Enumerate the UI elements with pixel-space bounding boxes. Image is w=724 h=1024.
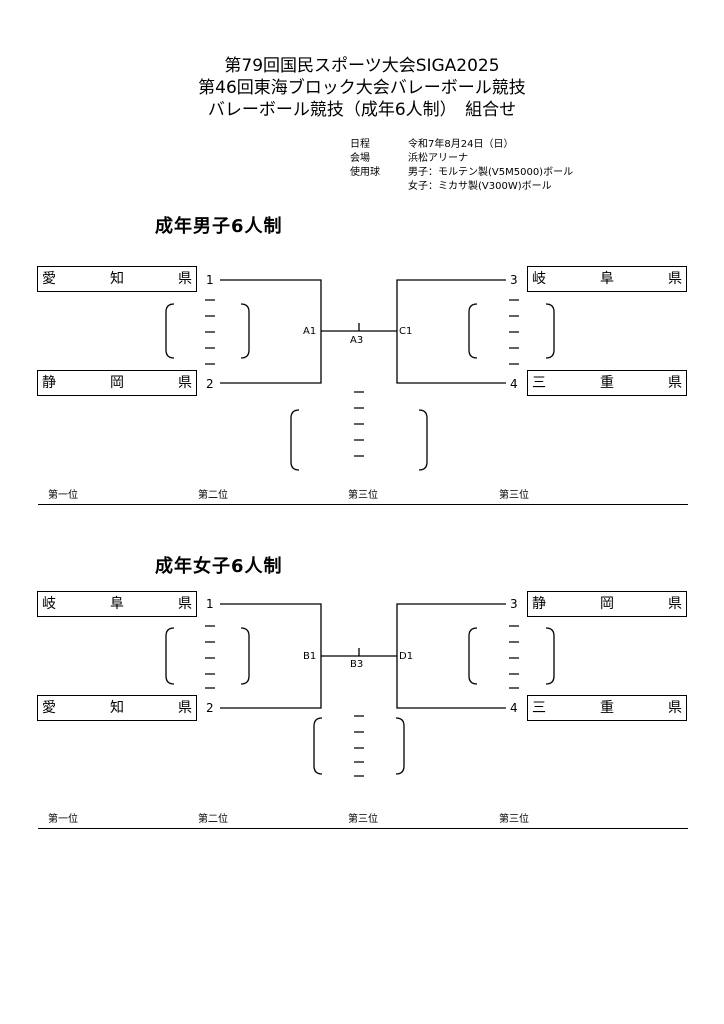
venue-label: 会場 xyxy=(350,153,370,164)
team-char: 知 xyxy=(110,700,124,716)
women-team-1: 岐 阜 県 xyxy=(37,591,197,617)
men-team-2: 静 岡 県 xyxy=(37,370,197,396)
men-match-right: C1 xyxy=(399,326,413,337)
women-team-2: 愛 知 県 xyxy=(37,695,197,721)
team-char: 県 xyxy=(178,596,192,612)
team-char: 重 xyxy=(600,375,614,391)
women-team-4: 三 重 県 xyxy=(527,695,687,721)
header-line-2: 第46回東海ブロック大会バレーボール競技 xyxy=(198,78,526,98)
ball-women: 女子：ミカサ製(V300W)ボール xyxy=(408,181,552,192)
men-team-3: 岐 阜 県 xyxy=(527,266,687,292)
team-char: 岡 xyxy=(110,375,124,391)
team-char: 県 xyxy=(178,375,192,391)
men-seed-4: 4 xyxy=(510,377,518,391)
team-char: 阜 xyxy=(600,271,614,287)
women-seed-3: 3 xyxy=(510,597,518,611)
rank-first: 第一位 xyxy=(48,814,78,825)
men-team-4: 三 重 県 xyxy=(527,370,687,396)
date-label: 日程 xyxy=(350,139,370,150)
rank-first: 第一位 xyxy=(48,490,78,501)
rank-second: 第二位 xyxy=(198,490,228,501)
rank-third: 第三位 xyxy=(499,490,529,501)
women-rank-row: 第一位 第二位 第三位 第三位 xyxy=(38,814,688,829)
women-seed-4: 4 xyxy=(510,701,518,715)
team-char: 県 xyxy=(668,375,682,391)
team-char: 静 xyxy=(42,375,56,391)
team-char: 県 xyxy=(668,596,682,612)
team-char: 阜 xyxy=(110,596,124,612)
women-seed-1: 1 xyxy=(206,597,214,611)
team-char: 重 xyxy=(600,700,614,716)
women-section-title: 成年女子6人制 xyxy=(155,556,283,577)
team-char: 岐 xyxy=(532,271,546,287)
team-char: 県 xyxy=(668,271,682,287)
team-char: 静 xyxy=(532,596,546,612)
women-bracket-lines xyxy=(165,603,555,777)
rank-third: 第三位 xyxy=(499,814,529,825)
men-team-1: 愛 知 県 xyxy=(37,266,197,292)
women-match-left: B1 xyxy=(303,651,317,662)
ball-men: 男子：モルテン製(V5M5000)ボール xyxy=(408,167,574,178)
men-seed-2: 2 xyxy=(206,377,214,391)
header-line-3: バレーボール競技（成年6人制） 組合せ xyxy=(207,100,517,120)
men-seed-3: 3 xyxy=(510,273,518,287)
rank-third: 第三位 xyxy=(348,490,378,501)
rank-second: 第二位 xyxy=(198,814,228,825)
women-team-3: 静 岡 県 xyxy=(527,591,687,617)
men-match-final: A3 xyxy=(350,335,364,346)
men-seed-1: 1 xyxy=(206,273,214,287)
team-char: 愛 xyxy=(42,271,56,287)
team-char: 三 xyxy=(532,700,546,716)
team-char: 県 xyxy=(178,271,192,287)
women-match-final: B3 xyxy=(350,659,364,670)
team-char: 県 xyxy=(178,700,192,716)
men-bracket-lines xyxy=(165,279,555,471)
women-match-right: D1 xyxy=(399,651,414,662)
team-char: 岡 xyxy=(600,596,614,612)
men-section-title: 成年男子6人制 xyxy=(155,216,283,237)
team-char: 県 xyxy=(668,700,682,716)
date-value: 令和7年8月24日（日） xyxy=(408,139,514,150)
women-seed-2: 2 xyxy=(206,701,214,715)
team-char: 岐 xyxy=(42,596,56,612)
header-line-1: 第79回国民スポーツ大会SIGA2025 xyxy=(224,56,500,76)
rank-third: 第三位 xyxy=(348,814,378,825)
men-rank-row: 第一位 第二位 第三位 第三位 xyxy=(38,490,688,505)
venue-value: 浜松アリーナ xyxy=(408,153,468,164)
men-match-left: A1 xyxy=(303,326,317,337)
team-char: 知 xyxy=(110,271,124,287)
ball-label: 使用球 xyxy=(350,167,380,178)
team-char: 三 xyxy=(532,375,546,391)
team-char: 愛 xyxy=(42,700,56,716)
